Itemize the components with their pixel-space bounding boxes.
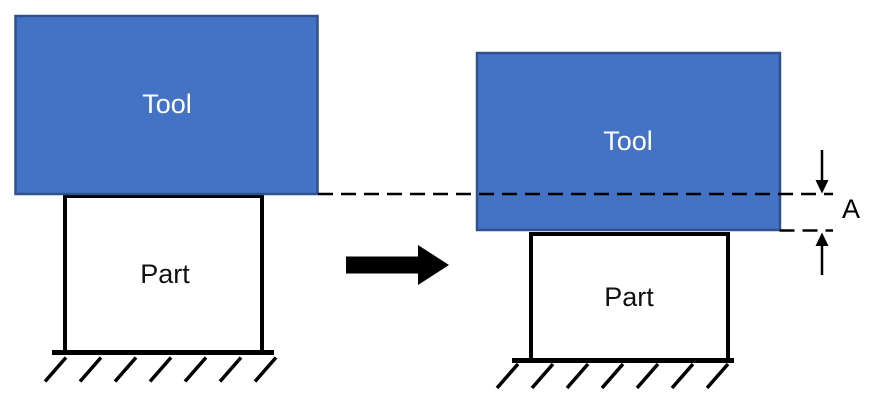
ground-hatch-icon <box>43 356 278 383</box>
after-tool-label: Tool <box>603 126 653 156</box>
after-figure: Tool Part <box>475 51 782 390</box>
dimension-a: A <box>815 150 860 275</box>
arrow-up-head-icon <box>815 232 829 246</box>
before-part-rect <box>63 194 264 354</box>
before-part-label: Part <box>140 259 190 289</box>
ground-hatch-icon <box>495 362 730 390</box>
before-figure: Tool Part <box>14 14 319 383</box>
before-tool-rect <box>14 14 319 196</box>
after-tool-rect <box>475 51 782 232</box>
arrow-down-head-icon <box>815 180 829 194</box>
transform-right-arrow-icon <box>346 245 449 285</box>
dimension-a-label: A <box>842 194 860 224</box>
before-tool-label: Tool <box>142 89 192 119</box>
after-part-label: Part <box>604 282 654 312</box>
